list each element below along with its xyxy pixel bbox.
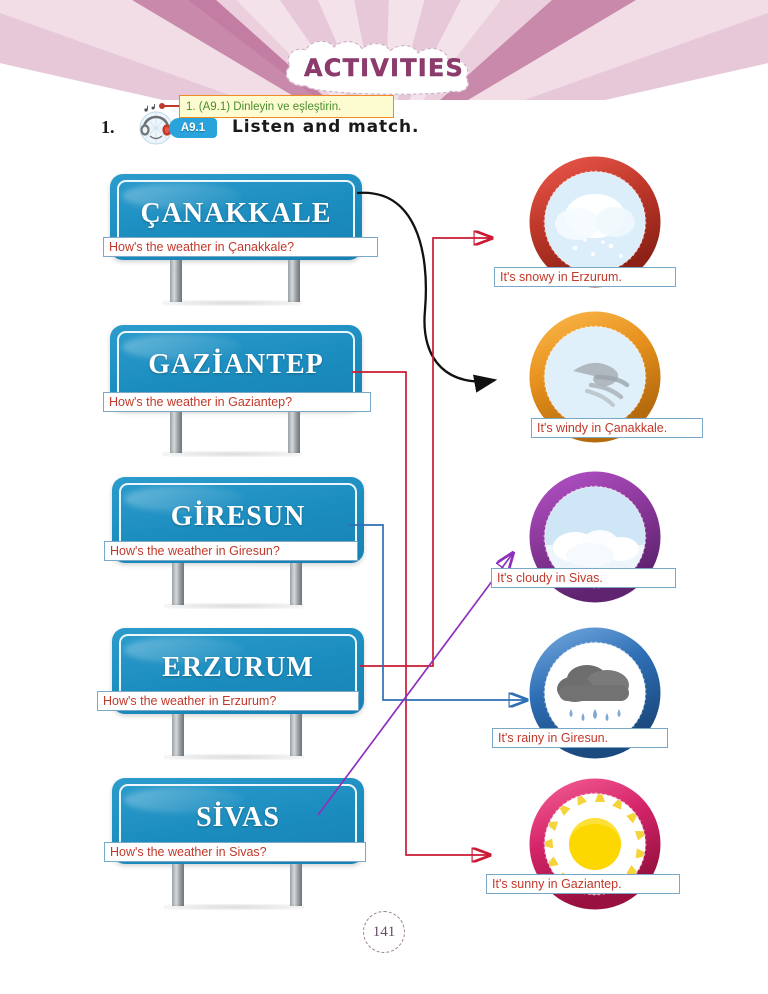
page-number-text: 141 <box>372 923 396 940</box>
answer-box-rainy: It's rainy in Giresun. <box>492 728 668 748</box>
question-text: How's the weather in Çanakkale? <box>109 240 295 254</box>
rain-cloud-icon <box>545 643 645 743</box>
weather-ring <box>529 311 661 443</box>
sign-post-left <box>172 563 184 605</box>
sign-city-name: ÇANAKKALE <box>140 198 332 229</box>
question-text: How's the weather in Giresun? <box>110 544 280 558</box>
sign-city-name: GİRESUN <box>170 501 306 532</box>
badge-bubble-shape <box>169 118 217 138</box>
connector-canakkale-windy <box>356 191 498 393</box>
sign-post-right <box>288 411 300 453</box>
answer-text: It's snowy in Erzurum. <box>500 270 622 284</box>
turkish-instruction-text: 1. (A9.1) Dinleyin ve eşleştirin. <box>186 100 342 113</box>
sign-posts <box>110 411 362 457</box>
page-header: ACTIVITIES <box>0 0 768 100</box>
weather-circle-windy[interactable] <box>529 311 661 443</box>
answer-box-snowy: It's snowy in Erzurum. <box>494 267 676 287</box>
answer-box-cloudy: It's cloudy in Sivas. <box>491 568 676 588</box>
audio-badge-label: A9.1 <box>180 122 206 134</box>
weather-circle-rainy[interactable] <box>529 627 661 759</box>
sign-posts <box>110 260 362 306</box>
sign-posts <box>112 714 364 760</box>
snow-cloud-icon <box>545 172 645 272</box>
answer-box-sunny: It's sunny in Gaziantep. <box>486 874 680 894</box>
connector-gaziantep-sunny <box>352 371 490 855</box>
sign-post-right <box>288 260 300 302</box>
activities-cloud-banner: ACTIVITIES <box>276 38 492 96</box>
sign-post-left <box>172 864 184 906</box>
headphones-audio-icon <box>139 104 173 145</box>
exercise-instruction: Listen and match. <box>232 117 420 137</box>
ring-shape <box>529 778 661 910</box>
answer-text: It's rainy in Giresun. <box>498 731 609 745</box>
connector-giresun-rainy <box>348 524 527 700</box>
sign-post-right <box>290 864 302 906</box>
sign-city-name: ERZURUM <box>162 652 314 683</box>
answer-text: It's cloudy in Sivas. <box>497 571 603 585</box>
sign-shadow <box>162 451 302 457</box>
audio-track-badge[interactable]: A9.1 <box>169 118 217 138</box>
sign-posts <box>112 563 364 609</box>
page-number: 141 <box>363 911 405 953</box>
sign-shadow <box>164 603 304 609</box>
answer-text: It's sunny in Gaziantep. <box>492 877 622 891</box>
sign-post-left <box>170 260 182 302</box>
question-box-sivas: How's the weather in Sivas? <box>104 842 366 862</box>
sign-shadow <box>164 754 304 760</box>
answer-box-windy: It's windy in Çanakkale. <box>531 418 703 438</box>
weather-ring <box>529 471 661 603</box>
weather-ring <box>529 156 661 288</box>
ring-shape <box>529 471 661 603</box>
question-text: How's the weather in Sivas? <box>110 845 267 859</box>
ring-shape <box>529 627 661 759</box>
sign-shadow <box>162 300 302 306</box>
cloud-shape-icon <box>285 40 469 95</box>
answer-text: It's windy in Çanakkale. <box>537 421 668 435</box>
turkish-instruction-box: 1. (A9.1) Dinleyin ve eşleştirin. <box>179 95 394 118</box>
sign-post-left <box>172 714 184 756</box>
question-box-giresun: How's the weather in Giresun? <box>104 541 358 561</box>
sign-post-right <box>290 563 302 605</box>
question-box-erzurum: How's the weather in Erzurum? <box>97 691 359 711</box>
sign-post-left <box>170 411 182 453</box>
weather-circle-snowy[interactable] <box>529 156 661 288</box>
page-title: ACTIVITIES <box>304 54 464 82</box>
question-text: How's the weather in Erzurum? <box>103 694 277 708</box>
weather-circle-cloudy[interactable] <box>529 471 661 603</box>
weather-ring <box>529 627 661 759</box>
sign-city-name: SİVAS <box>196 802 280 833</box>
question-box-gaziantep: How's the weather in Gaziantep? <box>103 392 371 412</box>
exercise-number: 1. <box>101 117 115 137</box>
sign-shadow <box>164 904 304 910</box>
question-text: How's the weather in Gaziantep? <box>109 395 293 409</box>
sign-city-name: GAZİANTEP <box>148 349 324 380</box>
connector-erzurum-snowy <box>360 238 492 667</box>
city-sign-gaziantep[interactable]: GAZİANTEP <box>110 325 362 457</box>
sign-post-right <box>290 714 302 756</box>
note-leader-line <box>159 103 181 109</box>
question-box-canakkale: How's the weather in Çanakkale? <box>103 237 378 257</box>
wind-icon <box>545 327 645 427</box>
sign-posts <box>112 864 364 910</box>
